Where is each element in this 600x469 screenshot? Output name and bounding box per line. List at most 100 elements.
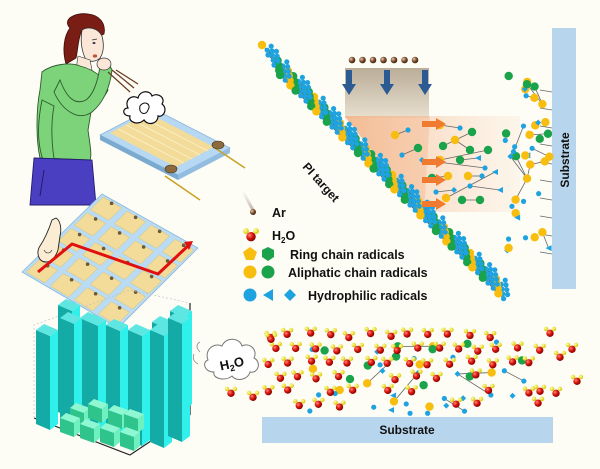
hydrophilic-node (502, 137, 508, 143)
aliphatic-green-node (530, 82, 539, 91)
bar-top (168, 312, 190, 324)
water-molecule (281, 356, 294, 367)
aliphatic-green-node (391, 352, 401, 361)
hydrophilic-node (510, 149, 517, 155)
aliphatic-yellow-node (526, 160, 535, 169)
legend-item-h2o: H2O (243, 228, 295, 245)
sensor-electrode (133, 290, 138, 294)
sensor-cell (74, 287, 106, 312)
aliphatic-green-node (345, 374, 355, 384)
water-molecule (403, 356, 416, 368)
hydrophilic-node (536, 191, 542, 197)
hydrophilic-node (273, 48, 279, 55)
hydrophilic-node (487, 266, 493, 272)
hydrophilic-node (485, 280, 491, 286)
person-illustration (29, 13, 113, 206)
hydrophilic-node (320, 95, 326, 101)
water-molecule (224, 386, 238, 397)
hydrophilic-node (307, 408, 313, 414)
bond (539, 125, 553, 129)
hydrophilic-node (353, 136, 359, 142)
aliphatic-yellow-node (286, 81, 295, 90)
water-molecule (324, 328, 337, 339)
hydrophilic-node (479, 266, 485, 272)
hydrophilic-node (302, 89, 308, 95)
aliphatic-yellow-node (425, 402, 434, 411)
water-molecule (304, 326, 317, 337)
hydrophilic-node (264, 47, 270, 53)
blue-triangle-icon (263, 289, 273, 301)
sensor-electrode (181, 243, 186, 248)
hydrophilic-node (349, 140, 355, 146)
green-hexagon-icon (262, 247, 274, 261)
yellow-pentagon-icon (243, 247, 257, 260)
ar-ion-beam (348, 32, 419, 64)
hydrophilic-node (476, 251, 482, 257)
hydrophilic-node (477, 256, 483, 262)
bond (539, 107, 553, 111)
cube-top (70, 403, 90, 413)
hydrophilic-node (489, 280, 495, 286)
hydrophilic-node (461, 240, 467, 246)
hydrophilic-node (493, 272, 499, 278)
aliphatic-green-node (431, 226, 441, 236)
bar-side (50, 330, 58, 430)
hydrophilic-node (414, 189, 420, 195)
aliphatic-yellow-node (525, 130, 534, 139)
sensor-electrode (157, 229, 162, 234)
bombard-arrows (342, 70, 432, 95)
bar-top (150, 324, 172, 336)
aliphatic-yellow-node (257, 40, 267, 50)
hydrophilic-node (265, 52, 271, 58)
hydrophilic-diamond (379, 367, 386, 374)
cube-front (108, 410, 122, 429)
ar-ion (390, 56, 398, 64)
hydrophilic-node (269, 48, 275, 54)
down-arrow-icon (418, 70, 432, 95)
aliphatic-yellow-node (390, 185, 399, 194)
water-molecule (340, 356, 354, 367)
hydrophilic-node (416, 203, 422, 209)
orange-arrow-icon (422, 198, 446, 210)
hydrophilic-triangle (388, 407, 395, 414)
hydrophilic-node (463, 250, 469, 256)
hydrophilic-node (347, 126, 353, 132)
water-molecule (289, 341, 302, 353)
legend-item-ring-chain: Ring chain radicals (243, 247, 405, 262)
hydrophilic-node (490, 285, 496, 291)
aliphatic-yellow-node (416, 211, 425, 220)
hydrophilic-node (399, 178, 405, 184)
water-molecule (309, 372, 323, 383)
aliphatic-yellow-node (522, 174, 532, 183)
water-molecule (333, 400, 346, 411)
cube-side (138, 414, 144, 433)
aliphatic-yellow-node (335, 385, 344, 395)
hydrophilic-node (333, 120, 339, 126)
hydrophilic-node (493, 276, 499, 282)
svg-text:H2O: H2O (272, 229, 295, 245)
hydrophilic-node (512, 144, 518, 150)
hydrophilic-node (352, 131, 358, 137)
finger-illustration (37, 217, 62, 263)
hydrophilic-node (458, 245, 464, 251)
water-molecule (522, 386, 536, 397)
aliphatic-yellow-node (364, 159, 373, 168)
hydrophilic-node (362, 137, 368, 143)
substrate-horizontal-label: Substrate (379, 423, 435, 437)
svg-text:Ring chain radicals: Ring chain radicals (290, 248, 405, 262)
bar-top (84, 314, 106, 326)
aliphatic-yellow-node (511, 195, 520, 204)
sensor-electrode (133, 215, 138, 220)
bond (439, 149, 489, 161)
hydrophilic-triangle (545, 245, 552, 252)
hydrophilic-node (269, 52, 275, 59)
hydrophilic-node (457, 240, 463, 246)
hydrophilic-triangle (390, 392, 397, 399)
green-circle-icon (261, 265, 275, 279)
bar-top (170, 305, 192, 317)
aliphatic-yellow-node (504, 243, 513, 253)
sensor-electrode (141, 245, 146, 249)
hydrophilic-node (371, 404, 377, 410)
water-molecule (470, 396, 484, 408)
bar-top (128, 324, 150, 336)
